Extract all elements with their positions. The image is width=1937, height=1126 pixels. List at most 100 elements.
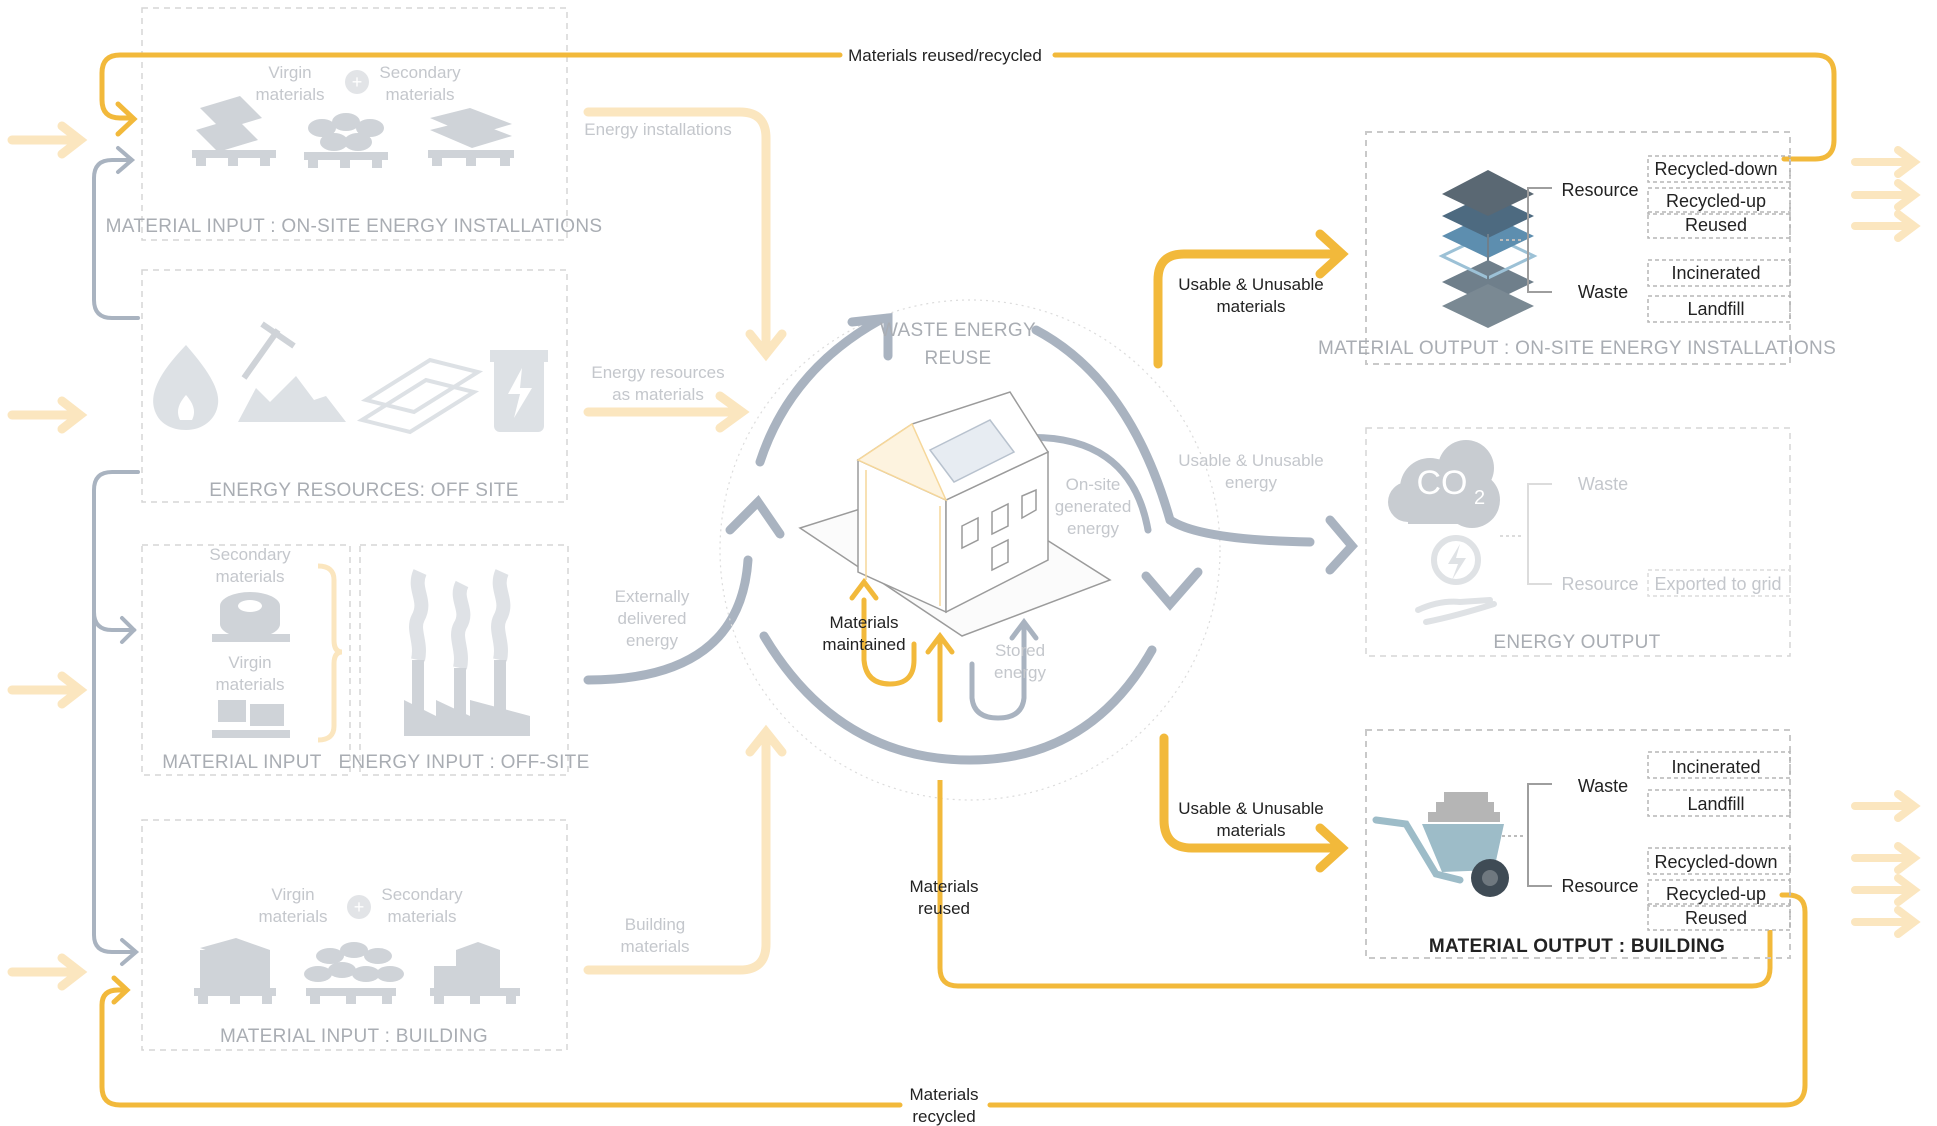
bi-virgin-label-1: Virgin (271, 885, 314, 904)
box-energy-input (359, 544, 569, 776)
cycle-arrowhead-right (1141, 567, 1203, 611)
energy-resources-flow (583, 391, 750, 433)
flame-icon (153, 345, 219, 430)
flow-label-energy-installations: Energy installations (584, 120, 731, 139)
bottom-recycle-loop (99, 892, 1808, 1108)
box-energy-resources (141, 269, 568, 503)
stacked-sheets-pallet-icon (194, 938, 276, 1004)
onsite-energy-arc (1012, 433, 1152, 534)
co2-label: CO (1417, 464, 1468, 502)
top-outflow-label-1: Usable & Unusable (1178, 275, 1324, 294)
oe-title: ENERGY OUTPUT (1493, 632, 1660, 653)
bottom-loop-label-1: Materials (910, 1085, 979, 1104)
solar-panel-pallet-icon (192, 96, 276, 166)
co2-cloud-icon (1388, 440, 1500, 528)
cycle-arc-bottom (759, 631, 1157, 765)
outgoing-arrow-7 (1851, 906, 1921, 938)
outgoing-arrow-5 (1851, 842, 1921, 874)
cycle-arrowhead-top (847, 312, 893, 361)
oe-waste-label: Waste (1578, 474, 1628, 494)
plus-icon (345, 70, 369, 94)
usable-energy-arrow (1165, 515, 1358, 575)
logs-pallet-icon (304, 942, 404, 1004)
ei-input-title: MATERIAL INPUT : ON-SITE ENERGY INSTALLA… (106, 216, 603, 237)
waste-energy-label-2: REUSE (925, 348, 992, 369)
ei-secondary-label-2: materials (386, 85, 455, 104)
external-energy-flow (583, 555, 753, 685)
stored-energy-loop (969, 621, 1027, 721)
materials-reused-1: Materials (910, 877, 979, 896)
installations-bracket (1528, 188, 1568, 292)
ob-item-4: Reused (1685, 908, 1747, 928)
energy-resources-content: ENERGY RESOURCES: OFF SITE (153, 321, 548, 501)
factory-icon (404, 569, 530, 736)
energy-installations-flow (583, 107, 787, 362)
outgoing-arrow-2 (1851, 179, 1921, 211)
materials-reused-2: reused (918, 899, 970, 918)
stored-energy-2: energy (994, 663, 1046, 682)
materials-maintained-2: maintained (822, 635, 905, 654)
oe-exported-label: Exported to grid (1654, 574, 1781, 594)
ob-title: MATERIAL OUTPUT : BUILDING (1429, 936, 1725, 957)
flow-label-external-3: energy (626, 631, 678, 650)
top-loop-label: Materials reused/recycled (848, 46, 1042, 65)
oi-item-2: Reused (1685, 215, 1747, 235)
cycle-arc-left-top (755, 315, 885, 467)
energy-input-title: ENERGY INPUT : OFF-SITE (338, 752, 589, 773)
oi-item-0: Recycled-down (1654, 159, 1777, 179)
bi-virgin-label-2: materials (259, 907, 328, 926)
oi-resource-label: Resource (1561, 180, 1638, 200)
ei-secondary-label-1: Secondary (379, 63, 461, 82)
bracket-icon (317, 563, 343, 743)
materials-maintained-1: Materials (830, 613, 899, 632)
materials-reused-line (937, 780, 1773, 989)
cable-reel-icon (212, 592, 290, 642)
outgoing-arrow-4 (1851, 790, 1921, 822)
maintained-loop (861, 597, 917, 687)
svg-text:+: + (352, 72, 363, 92)
oi-item-1: Recycled-up (1666, 191, 1766, 211)
center-dotted-circle (719, 299, 1221, 801)
outgoing-arrow-3 (1851, 210, 1921, 242)
box-energy-installations-input (141, 7, 568, 241)
mid-outflow-label-1: Usable & Unusable (1178, 451, 1324, 470)
output-energy-box: CO 2 Waste Resource Exported to grid ENE… (1365, 427, 1791, 657)
output-building-box: Waste Resource Incinerated Landfill Recy… (1365, 729, 1791, 959)
top-outflow-label-2: materials (1217, 297, 1286, 316)
ei-virgin-label-1: Virgin (268, 63, 311, 82)
wheelbarrow-icon (1372, 792, 1509, 897)
outflow-arrows (1153, 229, 1349, 873)
mi-secondary-label-2: materials (216, 567, 285, 586)
energy-input-content: ENERGY INPUT : OFF-SITE (338, 569, 589, 773)
material-input-title: MATERIAL INPUT (162, 752, 321, 773)
building-input-title: MATERIAL INPUT : BUILDING (220, 1026, 488, 1047)
incoming-arrow-1 (7, 121, 88, 159)
ob-item-2: Recycled-down (1654, 852, 1777, 872)
cycle-arc-right-top (1031, 325, 1175, 525)
center-cycle: WASTE ENERGY REUSE On-site generated ene… (719, 299, 1773, 989)
oi-title: MATERIAL OUTPUT : ON-SITE ENERGY INSTALL… (1318, 338, 1836, 359)
timber-icon (356, 357, 484, 435)
box-material-input (141, 544, 351, 776)
ob-waste-label: Waste (1578, 776, 1628, 796)
ob-resource-label: Resource (1561, 876, 1638, 896)
building-input-content: Virgin materials + Secondary materials M… (194, 885, 520, 1047)
flow-label-external-2: delivered (618, 609, 687, 628)
sheets-pallet-icon (428, 108, 514, 166)
incoming-arrow-3 (7, 671, 88, 709)
bi-secondary-label-1: Secondary (381, 885, 463, 904)
bottom-outflow-label-1: Usable & Unusable (1178, 799, 1324, 818)
outgoing-arrows (1851, 146, 1921, 938)
flow-label-building-2: materials (621, 937, 690, 956)
top-materials-outflow (1153, 229, 1349, 369)
reused-vertical-arrow (925, 631, 955, 723)
material-input-content: Secondary materials Virgin materials MAT… (162, 545, 343, 773)
bottom-outflow-label-2: materials (1217, 821, 1286, 840)
mi-virgin-label-1: Virgin (228, 653, 271, 672)
layers-stack-icon (1438, 170, 1538, 328)
energy-installations-input-content: Virgin materials + Secondary materials M… (106, 63, 603, 237)
left-blue-connectors (92, 146, 140, 966)
ob-item-1: Landfill (1687, 794, 1744, 814)
onsite-energy-label-2: generated (1055, 497, 1132, 516)
bi-secondary-label-2: materials (388, 907, 457, 926)
